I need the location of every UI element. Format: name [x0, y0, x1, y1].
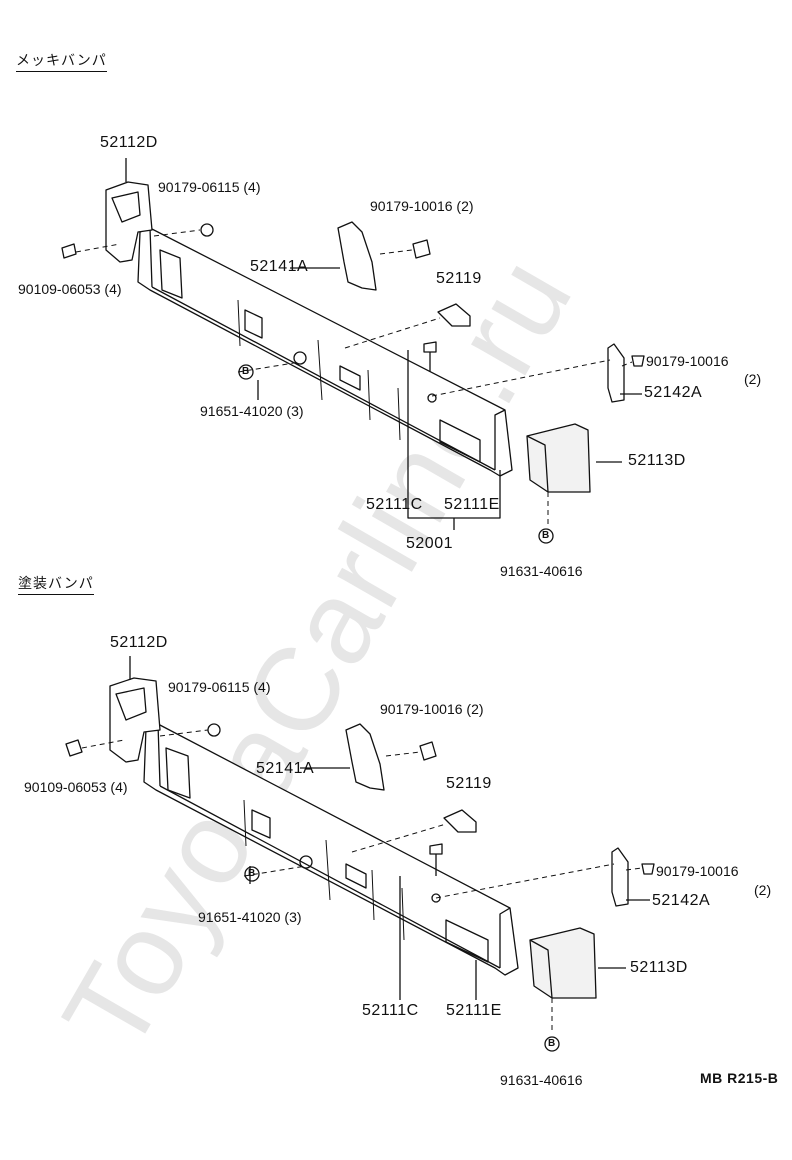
- end-cap-left-2: [109, 677, 161, 763]
- label-52141A-2: 52141A: [256, 760, 315, 777]
- label-90109-06053-2: 90109-06053 (4): [24, 779, 128, 795]
- bracket-52141A-2: [345, 723, 385, 791]
- end-cap-left-1: [105, 181, 153, 263]
- bracket-52141A-1: [337, 221, 377, 291]
- label-91651-41020-1: 91651-41020 (3): [200, 403, 304, 419]
- label-52001-1: 52001: [406, 535, 453, 552]
- bracket-52119-1: [437, 303, 471, 327]
- label-90179-10016b-2: 90179-10016: [656, 863, 739, 879]
- b-marker-1b: B: [542, 530, 550, 541]
- label-52111C-1: 52111C: [366, 496, 423, 513]
- section-1-drawing: [61, 158, 645, 544]
- label-52141A-1: 52141A: [250, 258, 309, 275]
- b-marker-1a: B: [242, 366, 250, 377]
- label-91631-40616-2: 91631-40616: [500, 1072, 583, 1088]
- label-90179-10016a-1: 90179-10016 (2): [370, 198, 474, 214]
- label-90179-10016b-qty-2: (2): [754, 882, 772, 898]
- label-52142A-2: 52142A: [652, 892, 711, 909]
- label-91631-40616-1: 91631-40616: [500, 563, 583, 579]
- bracket-52142A-2: [611, 847, 629, 907]
- label-52112D-1: 52112D: [100, 134, 158, 151]
- label-52112D-2: 52112D: [110, 634, 168, 651]
- bumper-bar-1: [137, 227, 513, 477]
- label-52113D-1: 52113D: [628, 452, 686, 469]
- label-52111E-1: 52111E: [444, 496, 500, 513]
- label-90179-10016a-2: 90179-10016 (2): [380, 701, 484, 717]
- label-52111C-2: 52111C: [362, 1002, 419, 1019]
- section-title-plated-bumper: メッキバンパ: [16, 50, 107, 72]
- diagram-code: MB R215-B: [700, 1070, 779, 1086]
- label-52119-2: 52119: [446, 775, 492, 792]
- b-marker-2b: B: [548, 1038, 556, 1049]
- label-90179-06115-1: 90179-06115 (4): [158, 179, 261, 195]
- label-90179-10016b-qty-1: (2): [744, 371, 762, 387]
- section-title-painted-bumper: 塗装バンパ: [18, 573, 94, 595]
- label-90109-06053-1: 90109-06053 (4): [18, 281, 122, 297]
- bracket-52142A-1: [607, 343, 625, 403]
- label-52119-1: 52119: [436, 270, 482, 287]
- label-90179-10016b-1: 90179-10016: [646, 353, 729, 369]
- section-2-drawing: [65, 656, 655, 1052]
- end-cap-right-1: [526, 423, 591, 493]
- label-52142A-1: 52142A: [644, 384, 703, 401]
- end-cap-right-2: [529, 927, 597, 999]
- label-91651-41020-2: 91651-41020 (3): [198, 909, 302, 925]
- b-marker-2a: B: [248, 868, 256, 879]
- label-90179-06115-2: 90179-06115 (4): [168, 679, 271, 695]
- label-52111E-2: 52111E: [446, 1002, 502, 1019]
- bumper-bar-2: [143, 723, 519, 976]
- bracket-52119-2: [443, 809, 477, 833]
- label-52113D-2: 52113D: [630, 959, 688, 976]
